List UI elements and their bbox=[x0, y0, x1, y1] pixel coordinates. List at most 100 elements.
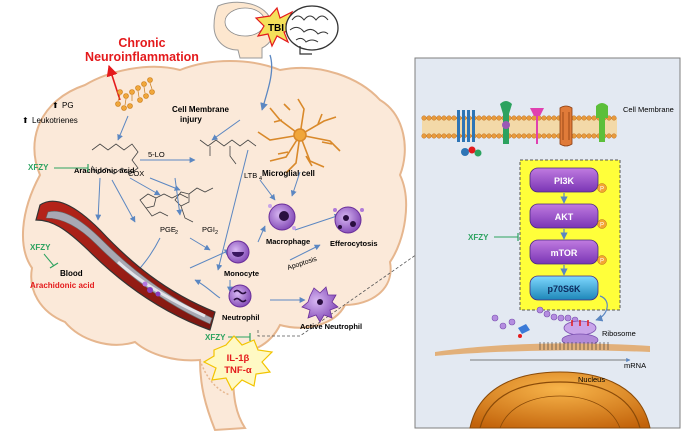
head-icon bbox=[213, 1, 274, 59]
lipid-head bbox=[521, 133, 527, 139]
phospho-label: P bbox=[600, 259, 604, 265]
kinase-label: AKT bbox=[555, 212, 574, 222]
ltb4-sub: 4 bbox=[259, 176, 262, 182]
ltb4-molecule-icon bbox=[199, 139, 257, 165]
lipid-head bbox=[441, 115, 447, 121]
lipid-head bbox=[496, 133, 502, 139]
lipid-head bbox=[581, 115, 587, 121]
membrane-bilayer bbox=[421, 115, 617, 139]
lipid-head bbox=[446, 115, 452, 121]
lipid-head bbox=[546, 133, 552, 139]
neutrophil-icon bbox=[228, 284, 252, 308]
lipid-head bbox=[551, 115, 557, 121]
xfzy-label-2: XFZY bbox=[30, 243, 51, 252]
lipid-head bbox=[426, 133, 432, 139]
lipid-head bbox=[451, 115, 457, 121]
kinase-akt-box bbox=[529, 203, 599, 229]
brain-sketch-icon bbox=[285, 5, 339, 55]
lipid-tails-icon bbox=[117, 82, 153, 106]
active-neutrophil-icon bbox=[301, 286, 339, 323]
monocyte-label: Monocyte bbox=[224, 269, 259, 278]
lipid-head bbox=[476, 115, 482, 121]
lipid-head bbox=[421, 115, 427, 121]
lipid-head bbox=[486, 133, 492, 139]
lipid-head bbox=[581, 133, 587, 139]
lipid-head bbox=[576, 115, 582, 121]
nucleus-icon bbox=[469, 371, 651, 429]
microglial-cell-icon bbox=[257, 98, 341, 174]
arrow-to-ribosome bbox=[595, 295, 608, 322]
lipid-head bbox=[451, 133, 457, 139]
lipid-head bbox=[576, 133, 582, 139]
lipid-head bbox=[541, 115, 547, 121]
brain-outline bbox=[22, 60, 407, 432]
lipid-head bbox=[531, 133, 537, 139]
lipid-head bbox=[591, 133, 597, 139]
membrane-injury-label-1: Cell Membrane bbox=[172, 105, 229, 114]
mrna-label: mRNA bbox=[624, 361, 646, 370]
lipid-head bbox=[481, 133, 487, 139]
kinase-pi3k-box bbox=[529, 167, 599, 193]
macrophage-label: Macrophage bbox=[266, 237, 310, 246]
lipid-head bbox=[436, 133, 442, 139]
blood-arachidonic-label: Arachidonic acid bbox=[30, 281, 95, 290]
phospho-label: P bbox=[600, 187, 604, 193]
phospho-label: P bbox=[600, 223, 604, 229]
kinase-label: PI3K bbox=[554, 176, 575, 186]
lipid-head bbox=[446, 133, 452, 139]
lipid-head bbox=[526, 133, 532, 139]
xfzy-inhibit-2 bbox=[43, 253, 55, 267]
lipid-head bbox=[421, 133, 427, 139]
lipid-head bbox=[586, 133, 592, 139]
receptor-icon-3 bbox=[530, 108, 544, 144]
tbi-label: TBI bbox=[268, 23, 284, 34]
g-protein-icon bbox=[461, 146, 482, 157]
efferocytosis-label: Efferocytosis bbox=[330, 239, 378, 248]
microglial-label: Microglial cell bbox=[262, 169, 315, 178]
receptor-icon-5 bbox=[596, 103, 608, 142]
up-arrow-pg: ⬆ bbox=[52, 101, 59, 110]
lipid-head bbox=[586, 115, 592, 121]
lipid-head bbox=[546, 115, 552, 121]
cox-label: COX bbox=[128, 169, 144, 178]
lipid-head bbox=[426, 115, 432, 121]
receptor-icon-4 bbox=[559, 105, 573, 147]
leader-line bbox=[257, 251, 421, 337]
macrophage-icon bbox=[268, 203, 296, 231]
arrow-tbi-brain bbox=[260, 54, 273, 111]
kinase-mtor-box bbox=[529, 239, 599, 265]
lipid-head bbox=[441, 133, 447, 139]
arachidonic-molecule-icon bbox=[91, 143, 139, 175]
lipid-head bbox=[531, 115, 537, 121]
blood-vessel-icon bbox=[35, 200, 216, 331]
pge2-molecule-icon bbox=[139, 193, 189, 217]
lipid-head bbox=[481, 115, 487, 121]
trna-icon bbox=[518, 324, 530, 338]
chronic-label-1: Chronic bbox=[118, 36, 165, 50]
pgi2-molecule-icon bbox=[174, 187, 214, 223]
xfzy-label-3: XFZY bbox=[205, 333, 226, 342]
monocyte-icon bbox=[226, 240, 250, 264]
chronic-label-2: Neuroinflammation bbox=[85, 50, 199, 64]
lipid-head bbox=[436, 115, 442, 121]
phospho-icon bbox=[597, 183, 607, 193]
up-arrow-leuko: ⬆ bbox=[22, 116, 29, 125]
mrna-strand-icon bbox=[435, 342, 650, 363]
pge2-label: PGE bbox=[160, 225, 176, 234]
lipid-head bbox=[551, 133, 557, 139]
blood-label: Blood bbox=[60, 269, 83, 278]
lipid-head bbox=[511, 133, 517, 139]
lipid-head bbox=[476, 133, 482, 139]
neutrophil-label: Neutrophil bbox=[222, 313, 260, 322]
injury-burst-icon bbox=[254, 6, 298, 48]
lipid-head bbox=[526, 115, 532, 121]
arachidonic-label: Arachidonic acid bbox=[74, 166, 135, 175]
lipid-head bbox=[491, 115, 497, 121]
arrow-cox-pge2 bbox=[129, 177, 161, 196]
five-lo-label: 5-LO bbox=[148, 150, 165, 159]
nucleus-label: Nucleus bbox=[578, 375, 605, 384]
cytokine-burst-icon bbox=[202, 335, 274, 392]
kinase-label: p70S6K bbox=[547, 284, 581, 294]
phospho-icon bbox=[597, 219, 607, 229]
